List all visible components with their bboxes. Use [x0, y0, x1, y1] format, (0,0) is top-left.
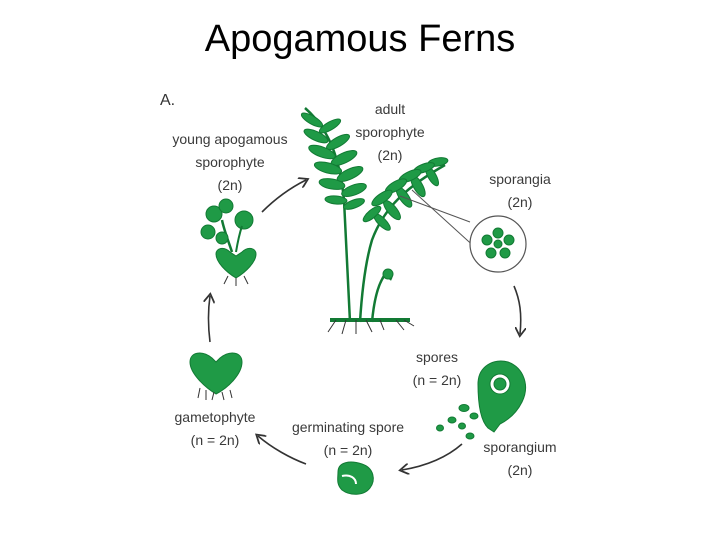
sporangia-name: sporangia [489, 171, 551, 187]
spores-label: spores (n = 2n) [400, 346, 474, 392]
spores-name: spores [415, 349, 459, 365]
page-title: Apogamous Ferns [204, 18, 516, 60]
sporangium-icon [477, 360, 526, 433]
arrow-gametophyte-to-young-sporophyte [209, 296, 211, 343]
panel-label: A. [160, 92, 176, 109]
gametophyte-name: gametophyte [174, 409, 256, 425]
cycle-arrows [209, 180, 521, 470]
spores-icon [436, 404, 479, 440]
germinating-spore-icon [337, 461, 374, 495]
young-sporophyte-icon [200, 198, 257, 286]
sporangia-magnifier [399, 189, 527, 273]
germinating-spore-ploidy: (n = 2n) [323, 442, 373, 458]
adult-sporophyte-name-line2: sporophyte [355, 124, 425, 140]
gametophyte-label: gametophyte (n = 2n) [160, 406, 270, 452]
sporangium-ploidy: (2n) [507, 462, 533, 478]
adult-sporophyte-label: adult sporophyte (2n) [340, 98, 440, 167]
sporangia-label: sporangia (2n) [480, 168, 560, 214]
sporangium-name: sporangium [483, 439, 557, 455]
adult-sporophyte-plant [300, 107, 449, 335]
arrow-sporangium-to-germinating-spore [402, 443, 463, 470]
gametophyte-icon [189, 352, 243, 401]
adult-sporophyte-name-line1: adult [374, 101, 406, 117]
young-sporophyte-label: young apogamous sporophyte (2n) [160, 128, 300, 197]
germinating-spore-label: germinating spore (n = 2n) [278, 416, 418, 462]
arrow-germinating-spore-to-gametophyte [258, 436, 307, 465]
sporangium-label: sporangium (2n) [474, 436, 566, 482]
sporangia-ploidy: (2n) [507, 194, 533, 210]
young-sporophyte-name-line1: young apogamous [172, 131, 288, 147]
adult-sporophyte-ploidy: (2n) [377, 147, 403, 163]
young-sporophyte-ploidy: (2n) [217, 177, 243, 193]
young-sporophyte-name-line2: sporophyte [195, 154, 265, 170]
arrow-sporangia-to-sporangium [513, 285, 521, 334]
germinating-spore-name: germinating spore [291, 419, 405, 435]
arrow-young-sporophyte-to-adult [261, 180, 306, 213]
gametophyte-ploidy: (n = 2n) [190, 432, 240, 448]
spores-ploidy: (n = 2n) [412, 372, 462, 388]
